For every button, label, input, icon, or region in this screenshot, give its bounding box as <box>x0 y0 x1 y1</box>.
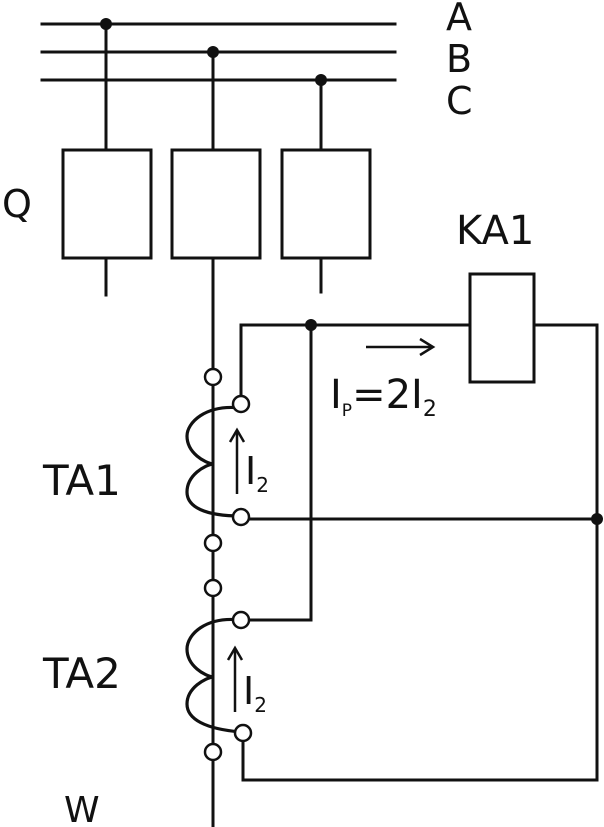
ta1-label: TA1 <box>42 456 121 505</box>
breaker-pole-c <box>280 148 372 260</box>
relay-current-label: IP=2I2 <box>330 372 437 422</box>
phase-label-b: B <box>446 37 472 81</box>
relay-ka1-coil <box>468 272 536 384</box>
ta1-secondary-winding <box>185 405 242 518</box>
line-label: W <box>64 790 100 827</box>
ta1-secondary-current-label: I2 <box>245 449 269 497</box>
relay-junction-dot <box>305 319 317 331</box>
relay-top-wire <box>239 323 472 406</box>
ta2-secondary-bottom-terminal <box>233 723 253 743</box>
ta1-secondary-top-terminal <box>231 394 251 414</box>
ta2-label: TA2 <box>42 649 121 698</box>
ta2-secondary-current-label: I2 <box>243 669 267 717</box>
ta2-primary-top-terminal <box>203 578 223 598</box>
ta1-primary-top-terminal <box>203 367 223 387</box>
phase-label-a: A <box>446 0 472 39</box>
relay-label: KA1 <box>456 208 534 254</box>
ta1-secondary-bottom-terminal <box>231 507 251 527</box>
ta1-primary-bottom-terminal <box>203 533 223 553</box>
ta2-primary-bottom-terminal <box>203 742 223 762</box>
ta2-current-arrow-head <box>226 645 244 661</box>
relay-current-arrow-head <box>419 337 436 357</box>
breaker-pole-b <box>170 148 262 260</box>
relay-return-wire <box>241 323 599 782</box>
ta2-secondary-top-terminal <box>231 610 251 630</box>
ta2-secondary-winding <box>185 617 242 734</box>
cross-connection-wire <box>239 323 313 622</box>
return-junction-dot <box>591 513 603 525</box>
phase-label-c: C <box>446 79 473 123</box>
breaker-label: Q <box>2 182 32 226</box>
breaker-pole-a <box>61 148 153 260</box>
ta1-current-arrow-head <box>228 427 246 443</box>
